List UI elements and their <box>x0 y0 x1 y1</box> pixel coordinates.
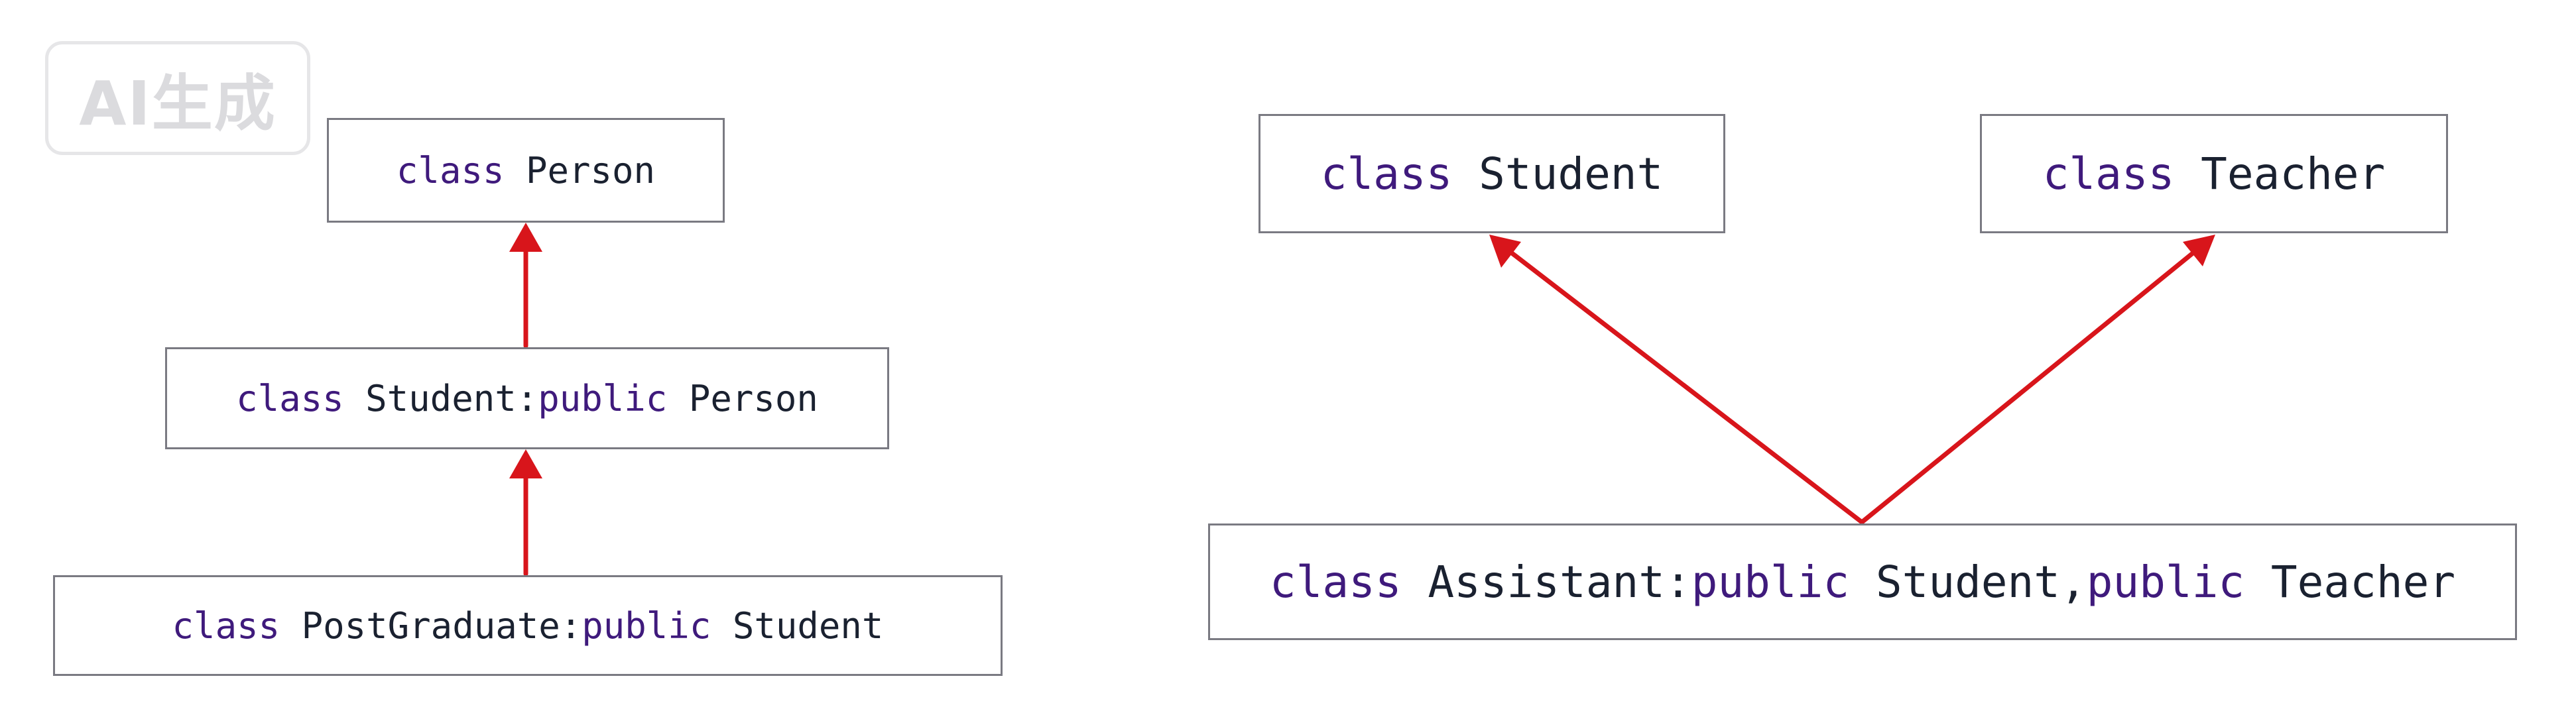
class-name: PostGraduate: <box>280 604 582 647</box>
class-name: Student <box>1452 148 1664 199</box>
arrowhead-student <box>509 449 542 478</box>
class-person-box: class Person <box>327 118 725 223</box>
class-name: Teacher <box>2174 148 2386 199</box>
keyword-class: class <box>1269 556 1402 608</box>
class-postgraduate-box: class PostGraduate:public Student <box>53 575 1003 676</box>
class-name: Assistant: <box>1401 556 1691 608</box>
arrow-assistant-to-student <box>1506 248 1865 525</box>
base-class-name: Student <box>711 604 884 647</box>
class-assistant-box: class Assistant:public Student,public Te… <box>1208 523 2517 640</box>
class-teacher-base-box: class Teacher <box>1980 114 2448 233</box>
keyword-class: class <box>172 604 280 647</box>
base-class-name: Teacher <box>2244 556 2456 608</box>
keyword-public: public <box>538 377 668 419</box>
base-class-name: Student, <box>1849 556 2087 608</box>
keyword-public: public <box>582 604 711 647</box>
keyword-public: public <box>2086 556 2245 608</box>
class-student-base-box: class Student <box>1258 114 1725 233</box>
class-name: Student: <box>343 377 538 419</box>
base-class-name: Person <box>667 377 818 419</box>
arrow-assistant-to-teacher <box>1859 248 2199 525</box>
class-name: Person <box>504 149 656 192</box>
arrowhead-m-student <box>1489 235 1521 268</box>
keyword-class: class <box>236 377 344 419</box>
keyword-public: public <box>1691 556 1850 608</box>
arrowhead-m-teacher <box>2183 235 2215 266</box>
keyword-class: class <box>396 149 505 192</box>
keyword-class: class <box>1320 148 1453 199</box>
arrowhead-person <box>509 223 542 252</box>
keyword-class: class <box>2042 148 2175 199</box>
class-student-box: class Student:public Person <box>165 347 889 449</box>
ai-generated-watermark: AI生成 <box>45 41 310 155</box>
